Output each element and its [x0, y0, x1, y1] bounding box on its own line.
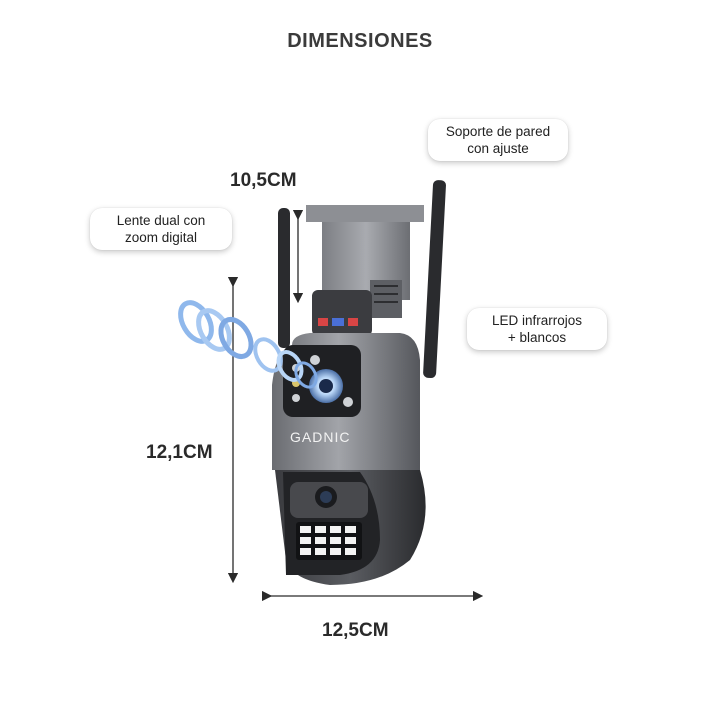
callout-wall-mount: Soporte de pared con ajuste	[428, 119, 568, 161]
wall-mount	[306, 205, 424, 318]
exploded-lens-rings	[178, 300, 318, 389]
white-led-array	[300, 526, 356, 555]
callout-wall-mount-line1: Soporte de pared	[445, 124, 551, 139]
width-label: 12,5CM	[322, 620, 389, 641]
brand-label: GADNIC	[290, 429, 350, 445]
callout-dual-lens-line1: Lente dual con	[116, 213, 206, 228]
callout-wall-mount-line2: con ajuste	[467, 141, 529, 156]
callout-dual-lens-line2: zoom digital	[124, 230, 198, 245]
antenna-left	[278, 208, 290, 348]
body-height-label: 12,1CM	[146, 442, 213, 463]
neck	[312, 290, 372, 336]
callout-dual-lens: Lente dual con zoom digital	[90, 208, 232, 250]
callout-led-line1: LED infrarrojos	[491, 313, 583, 328]
antenna-right	[423, 180, 446, 378]
callout-led-line2: + blancos	[507, 330, 567, 345]
page-title: DIMENSIONES	[287, 30, 433, 52]
callout-led: LED infrarrojos + blancos	[467, 308, 607, 350]
top-height-label: 10,5CM	[230, 170, 297, 191]
